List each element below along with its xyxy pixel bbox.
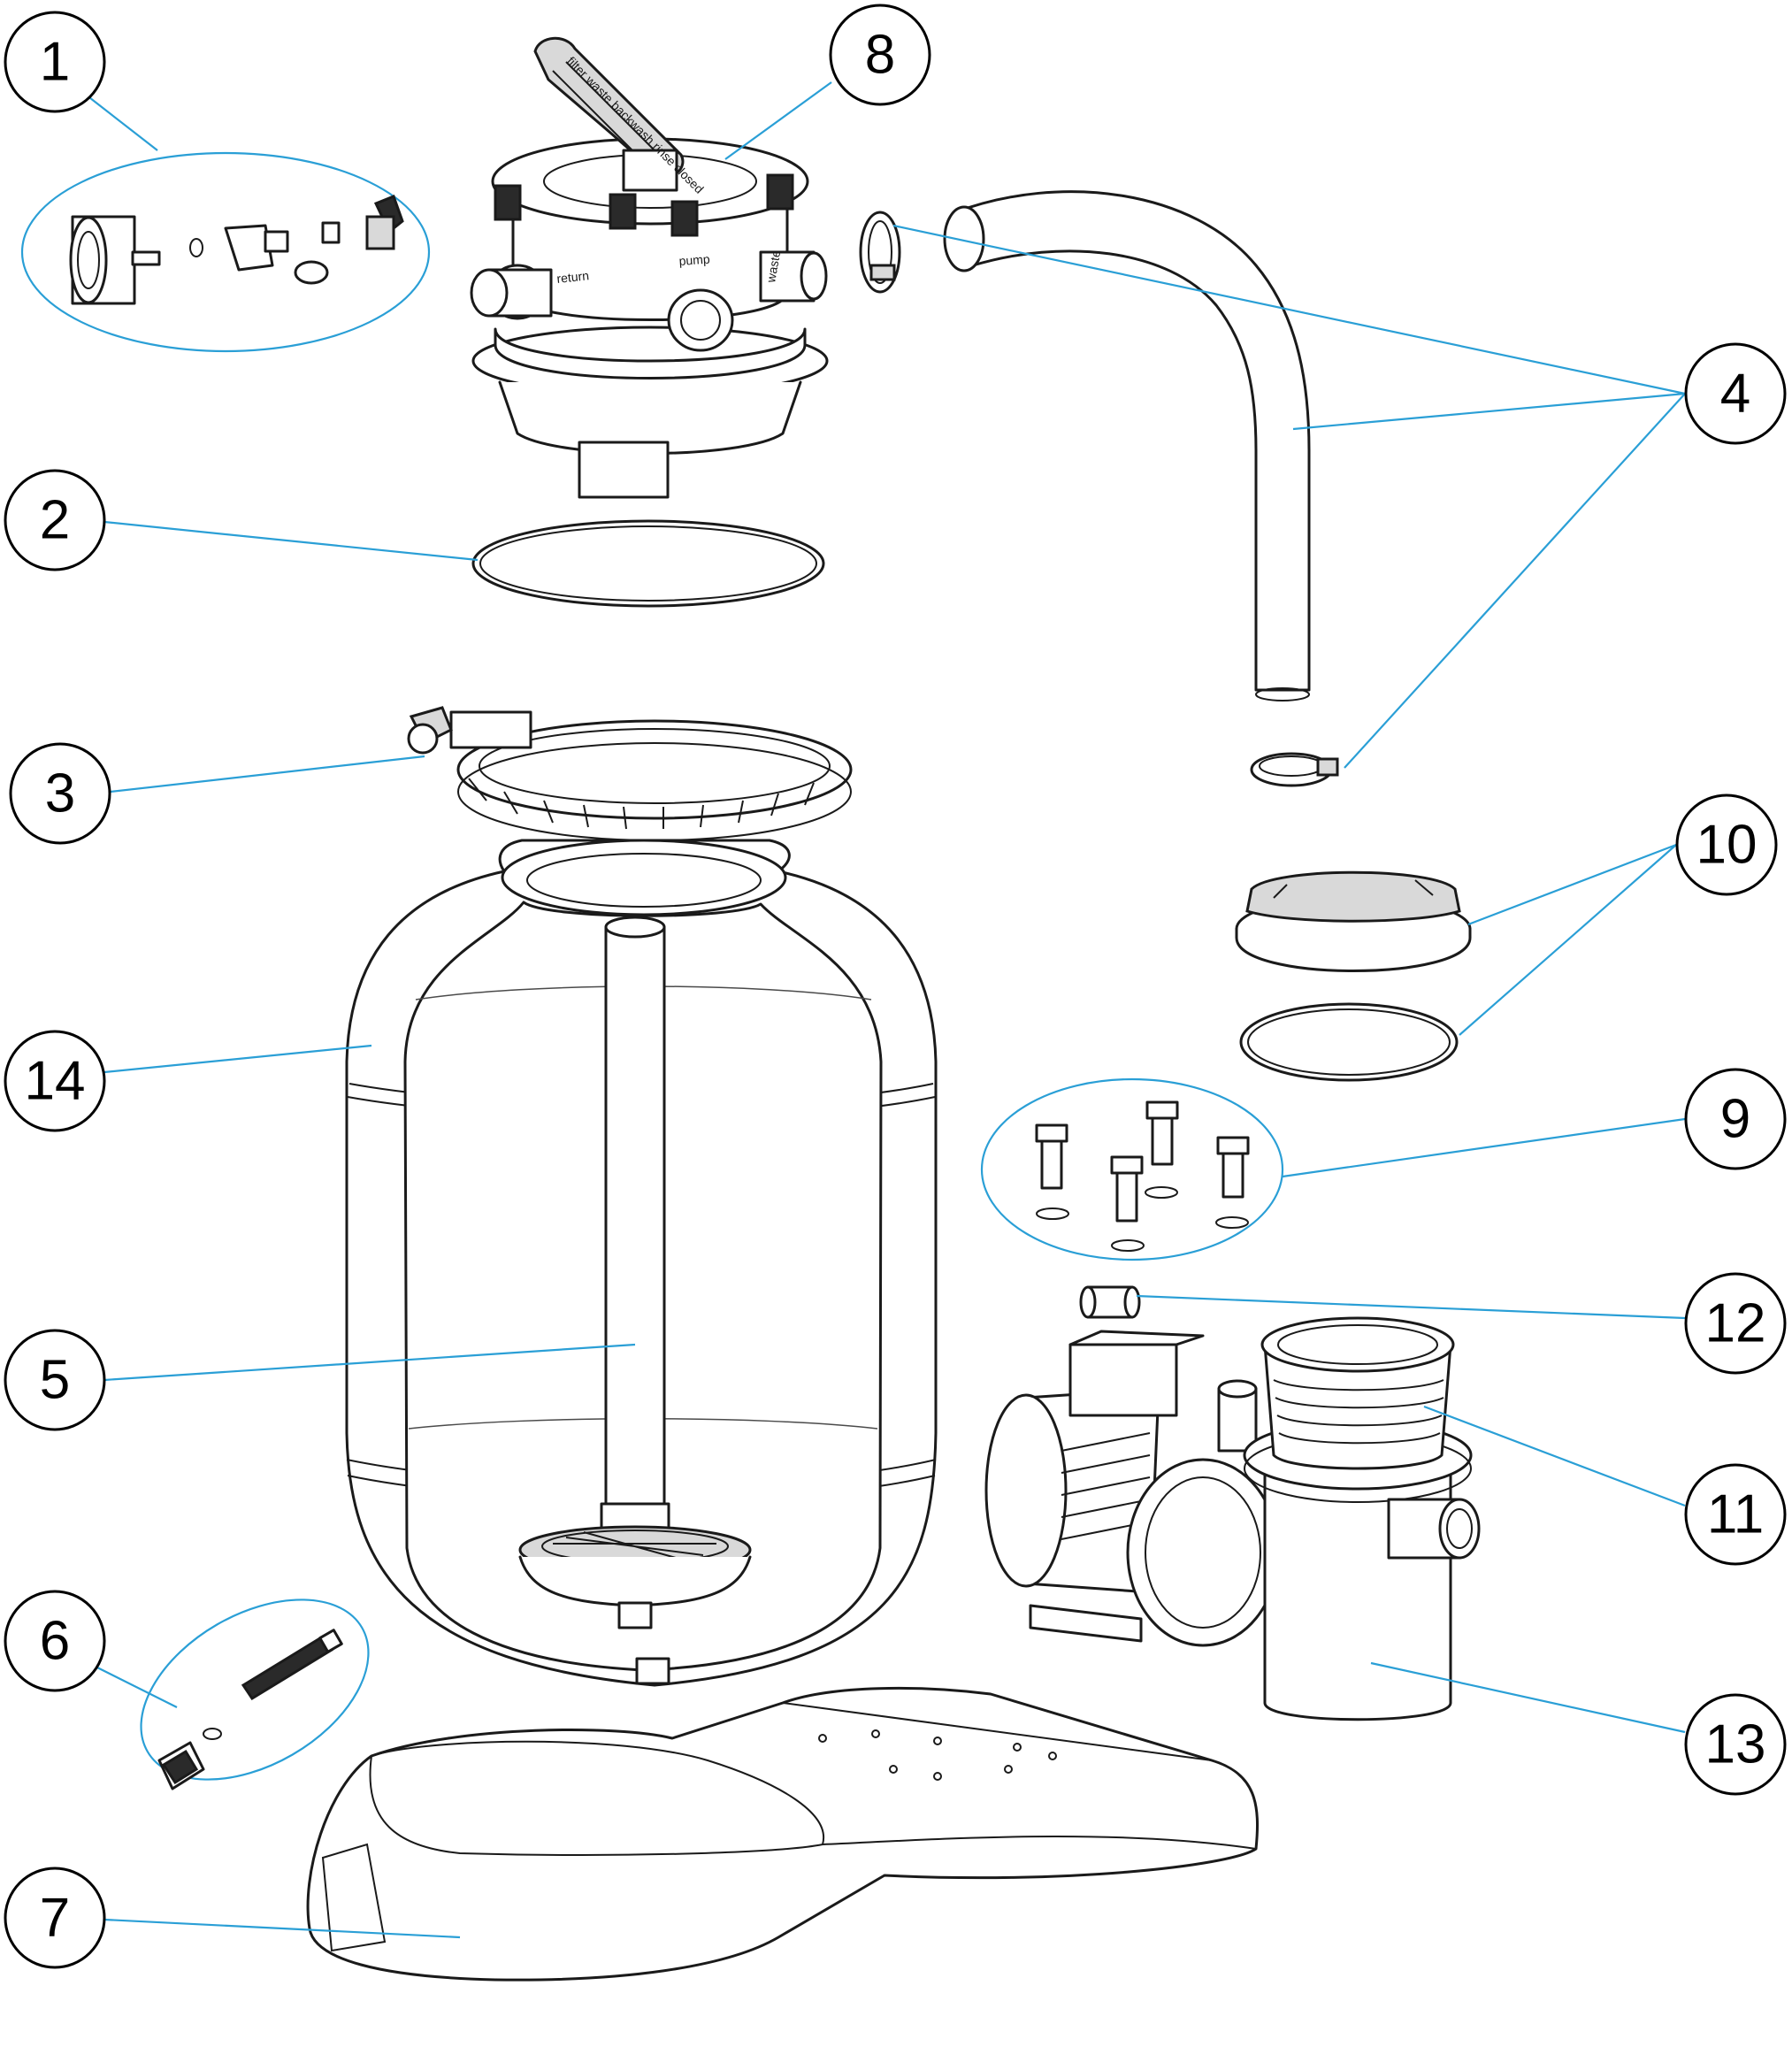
tank-clamp xyxy=(407,706,853,841)
bolt-kit-group xyxy=(980,1077,1284,1261)
group-outline-1 xyxy=(20,151,431,353)
callout-4: 4 xyxy=(1684,342,1787,445)
callout-10-label: 10 xyxy=(1696,815,1758,876)
leader-line-13 xyxy=(1370,1661,1686,1734)
leader-line-4b xyxy=(1292,392,1686,431)
callout-3: 3 xyxy=(9,742,111,845)
callout-5: 5 xyxy=(4,1329,106,1431)
callout-2: 2 xyxy=(4,469,106,571)
strainer-lid-set xyxy=(1235,870,1472,1082)
standpipe-lateral xyxy=(518,916,752,1629)
valve-pump-marking: pump xyxy=(678,252,710,268)
group-outline-6 xyxy=(140,1598,370,1781)
callout-5-label: 5 xyxy=(40,1350,70,1411)
leader-line-5 xyxy=(103,1343,636,1382)
callout-7: 7 xyxy=(4,1867,106,1969)
callout-11-label: 11 xyxy=(1707,1484,1764,1545)
connection-hose-set xyxy=(859,190,1339,787)
callout-4-label: 4 xyxy=(1720,364,1750,425)
callout-6-label: 6 xyxy=(40,1611,70,1672)
callout-9-label: 9 xyxy=(1720,1089,1750,1150)
callout-14: 14 xyxy=(4,1030,106,1132)
leader-line-6 xyxy=(96,1667,178,1708)
valve-waste-marking: waste xyxy=(763,249,783,285)
leader-line-8 xyxy=(724,81,832,160)
leader-line-2 xyxy=(103,520,479,562)
pump-assembly xyxy=(984,1316,1481,1721)
callout-10: 10 xyxy=(1675,794,1778,896)
capacitor xyxy=(1079,1285,1141,1319)
leader-line-9 xyxy=(1282,1117,1686,1178)
callout-13: 13 xyxy=(1684,1693,1787,1796)
gauge-kit-group xyxy=(20,151,431,353)
valve-return-marking: return xyxy=(556,268,590,286)
callout-9: 9 xyxy=(1684,1068,1787,1170)
leader-line-4c xyxy=(1344,393,1686,769)
drain-plug-group xyxy=(140,1598,370,1790)
leader-line-10b xyxy=(1459,844,1677,1036)
filter-base xyxy=(306,1686,1260,1982)
callout-1-label: 1 xyxy=(40,32,70,93)
callout-8-label: 8 xyxy=(865,25,895,86)
callout-1: 1 xyxy=(4,11,106,113)
leader-line-7 xyxy=(103,1918,461,1939)
leader-line-3 xyxy=(110,755,425,794)
callout-11: 11 xyxy=(1684,1463,1787,1566)
callout-8: 8 xyxy=(829,4,931,106)
callout-7-label: 7 xyxy=(40,1888,70,1949)
callout-2-label: 2 xyxy=(40,490,70,551)
multiport-valve: return pump waste filter waste backwash … xyxy=(470,36,829,499)
callouts: 1 2 3 4 5 6 7 8 xyxy=(4,4,1787,1969)
callout-13-label: 13 xyxy=(1705,1714,1766,1775)
group-outline-9 xyxy=(980,1077,1284,1261)
callout-14-label: 14 xyxy=(25,1051,86,1112)
leader-line-12 xyxy=(1136,1294,1686,1320)
leader-line-14 xyxy=(103,1044,372,1074)
leader-line-1 xyxy=(77,88,158,151)
callout-12: 12 xyxy=(1684,1272,1787,1375)
leader-line-4a xyxy=(892,224,1686,395)
leader-lines xyxy=(77,81,1686,1939)
callout-6: 6 xyxy=(4,1590,106,1692)
leader-line-10a xyxy=(1467,843,1677,926)
callout-12-label: 12 xyxy=(1705,1293,1766,1354)
callout-3-label: 3 xyxy=(45,763,75,824)
leader-line-11 xyxy=(1423,1405,1686,1507)
tank-o-ring xyxy=(471,519,825,608)
